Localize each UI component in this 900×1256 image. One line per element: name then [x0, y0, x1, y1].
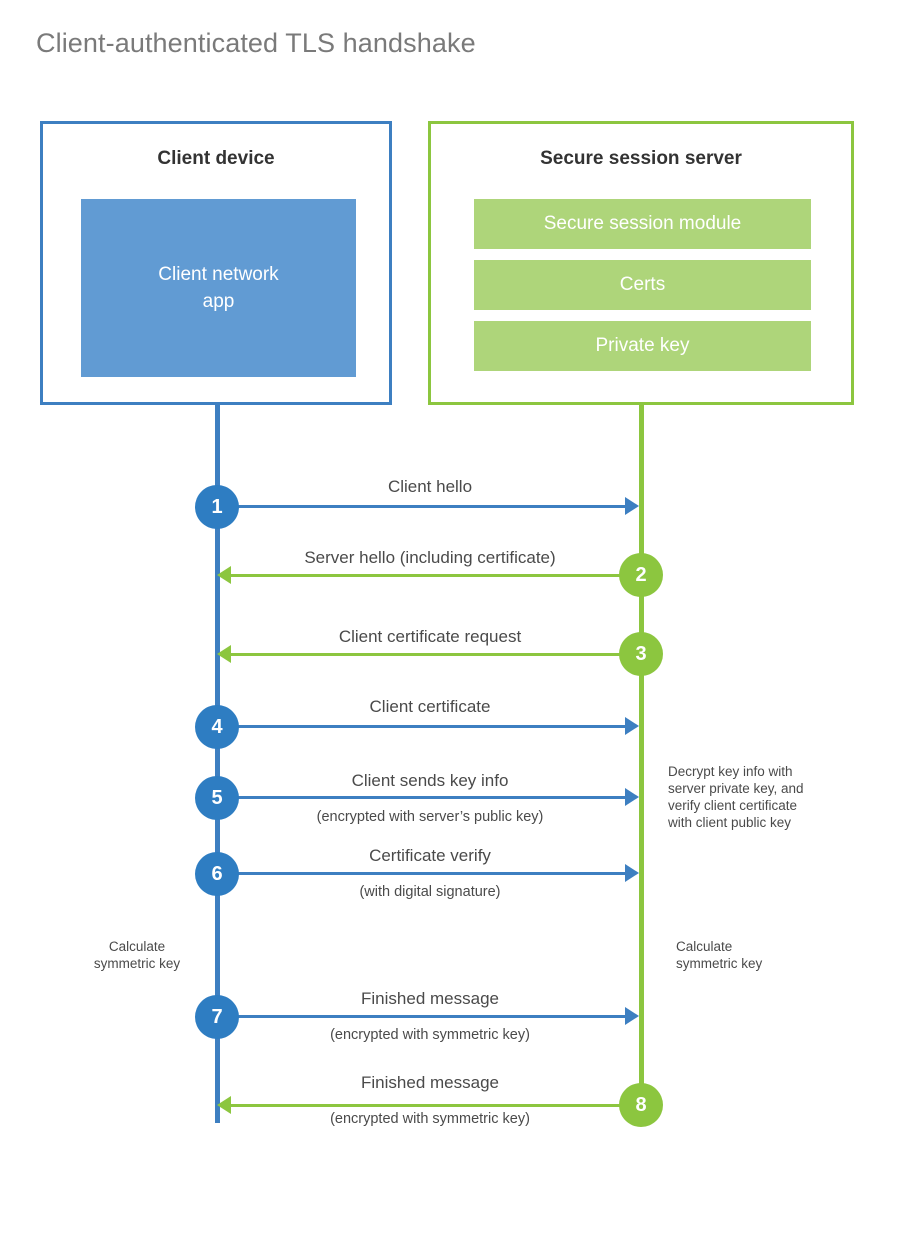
step-4-label: Client certificate: [369, 697, 491, 716]
server-decrypt-note: Decrypt key info with server private key…: [668, 763, 868, 831]
step-7-sublabel: (encrypted with symmetric key): [330, 1027, 530, 1043]
server-component-secure-session-module: Secure session module: [474, 199, 811, 249]
step-3-arrowhead-icon: [217, 645, 231, 663]
step-1-arrowhead-icon: [625, 497, 639, 515]
step-1-label: Client hello: [387, 477, 473, 496]
step-7-arrow-line: [217, 1015, 625, 1018]
server-decrypt-note-line3: verify client certificate: [668, 798, 798, 813]
step-2-arrowhead-icon: [217, 566, 231, 584]
step-3-arrow-line: [231, 653, 641, 656]
secure-session-server-box: Secure session server Secure session mod…: [428, 121, 854, 405]
step-2-arrow-line: [231, 574, 641, 577]
step-8-arrow-line: [231, 1104, 641, 1107]
step-3-label: Client certificate request: [338, 627, 522, 646]
client-network-app-block: Client network app: [81, 199, 356, 377]
step-5-arrow-line: [217, 796, 625, 799]
step-8-number-badge: 8: [619, 1083, 663, 1127]
step-5-number-badge: 5: [195, 776, 239, 820]
client-lifeline: [215, 405, 220, 1123]
step-6-sublabel: (with digital signature): [359, 884, 501, 900]
server-calc-note-line1: Calculate: [676, 939, 733, 954]
client-device-title: Client device: [157, 148, 275, 169]
step-8-arrowhead-icon: [217, 1096, 231, 1114]
step-7-number-badge: 7: [195, 995, 239, 1039]
server-component-certs: Certs: [474, 260, 811, 310]
step-5-arrowhead-icon: [625, 788, 639, 806]
secure-session-server-title: Secure session server: [540, 148, 742, 169]
step-7-label: Finished message: [361, 989, 499, 1008]
step-6-label: Certificate verify: [369, 846, 491, 865]
step-2-number-badge: 2: [619, 553, 663, 597]
step-4-number-badge: 4: [195, 705, 239, 749]
step-6-arrowhead-icon: [625, 864, 639, 882]
server-components-list: Secure session module Certs Private key: [474, 199, 811, 371]
step-3-number-badge: 3: [619, 632, 663, 676]
server-calculate-symmetric-key-note: Calculate symmetric key: [676, 938, 876, 972]
server-decrypt-note-line1: Decrypt key info with: [668, 764, 793, 779]
step-1-arrow-line: [217, 505, 625, 508]
step-4-arrowhead-icon: [625, 717, 639, 735]
client-calculate-symmetric-key-note: Calculate symmetric key: [47, 938, 227, 972]
server-decrypt-note-line2: server private key, and: [668, 781, 804, 796]
step-1-number-badge: 1: [195, 485, 239, 529]
step-2-label: Server hello (including certificate): [304, 548, 556, 567]
client-device-box: Client device Client network app: [40, 121, 392, 405]
step-4-arrow-line: [217, 725, 625, 728]
step-5-label: Client sends key info: [351, 771, 509, 790]
server-lifeline: [639, 405, 644, 1107]
client-app-label-line2: app: [202, 291, 235, 312]
page-title: Client-authenticated TLS handshake: [36, 28, 476, 58]
step-8-sublabel: (encrypted with symmetric key): [330, 1111, 530, 1127]
server-decrypt-note-line4: with client public key: [668, 815, 792, 830]
step-8-label: Finished message: [361, 1073, 499, 1092]
step-7-arrowhead-icon: [625, 1007, 639, 1025]
server-component-private-key: Private key: [474, 321, 811, 371]
step-6-arrow-line: [217, 872, 625, 875]
client-app-label-line1: Client network: [158, 264, 279, 285]
server-calc-note-line2: symmetric key: [676, 956, 763, 971]
client-calc-note-line1: Calculate: [108, 939, 166, 954]
client-calc-note-line2: symmetric key: [93, 956, 181, 971]
step-5-sublabel: (encrypted with server’s public key): [316, 809, 544, 825]
step-6-number-badge: 6: [195, 852, 239, 896]
